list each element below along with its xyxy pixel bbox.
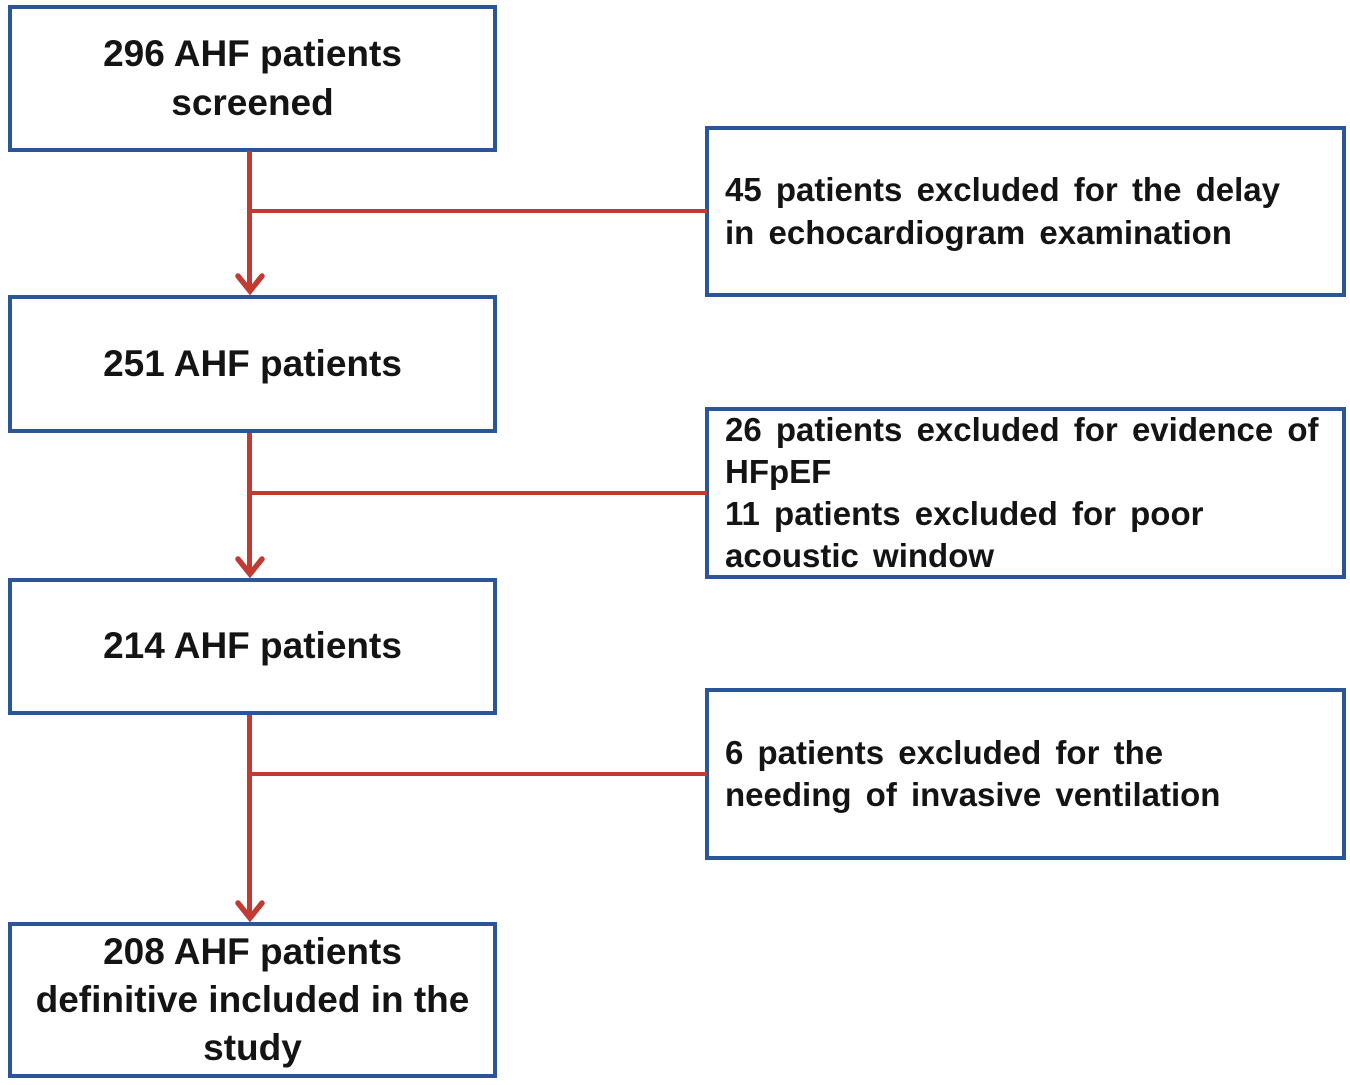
box-excluded-26-hfpef-11-acoustic-text: 26 patients excluded for evidence of HFp…: [725, 410, 1319, 575]
branch-line-1: [249, 209, 707, 213]
branch-line-2: [249, 491, 707, 495]
box-208-included: 208 AHF patients definitive included in …: [8, 922, 497, 1078]
connector-line-1: [247, 151, 252, 288]
arrowhead-down-icon: [235, 273, 265, 296]
box-excluded-6-ventilation: 6 patients excluded for the needing of i…: [705, 688, 1346, 860]
box-296-screened: 296 AHF patients screened: [8, 5, 497, 152]
box-251-ahf-patients: 251 AHF patients: [8, 295, 497, 433]
box-excluded-45-echo-delay: 45 patients excluded for the delay in ec…: [705, 126, 1346, 297]
box-296-screened-text: 296 AHF patients screened: [103, 33, 402, 123]
box-excluded-26-hfpef-11-acoustic: 26 patients excluded for evidence of HFp…: [705, 407, 1346, 579]
branch-line-3: [249, 772, 707, 776]
box-214-ahf-patients-text: 214 AHF patients: [103, 625, 402, 667]
box-251-ahf-patients-text: 251 AHF patients: [103, 342, 402, 384]
connector-line-3: [247, 715, 252, 915]
box-excluded-45-echo-delay-text: 45 patients excluded for the delay in ec…: [725, 171, 1280, 251]
arrowhead-down-icon: [235, 900, 265, 923]
box-208-included-text: 208 AHF patients definitive included in …: [35, 930, 470, 1069]
box-excluded-6-ventilation-text: 6 patients excluded for the needing of i…: [725, 733, 1221, 813]
box-214-ahf-patients: 214 AHF patients: [8, 578, 497, 715]
connector-line-2: [247, 433, 252, 571]
arrowhead-down-icon: [235, 556, 265, 579]
